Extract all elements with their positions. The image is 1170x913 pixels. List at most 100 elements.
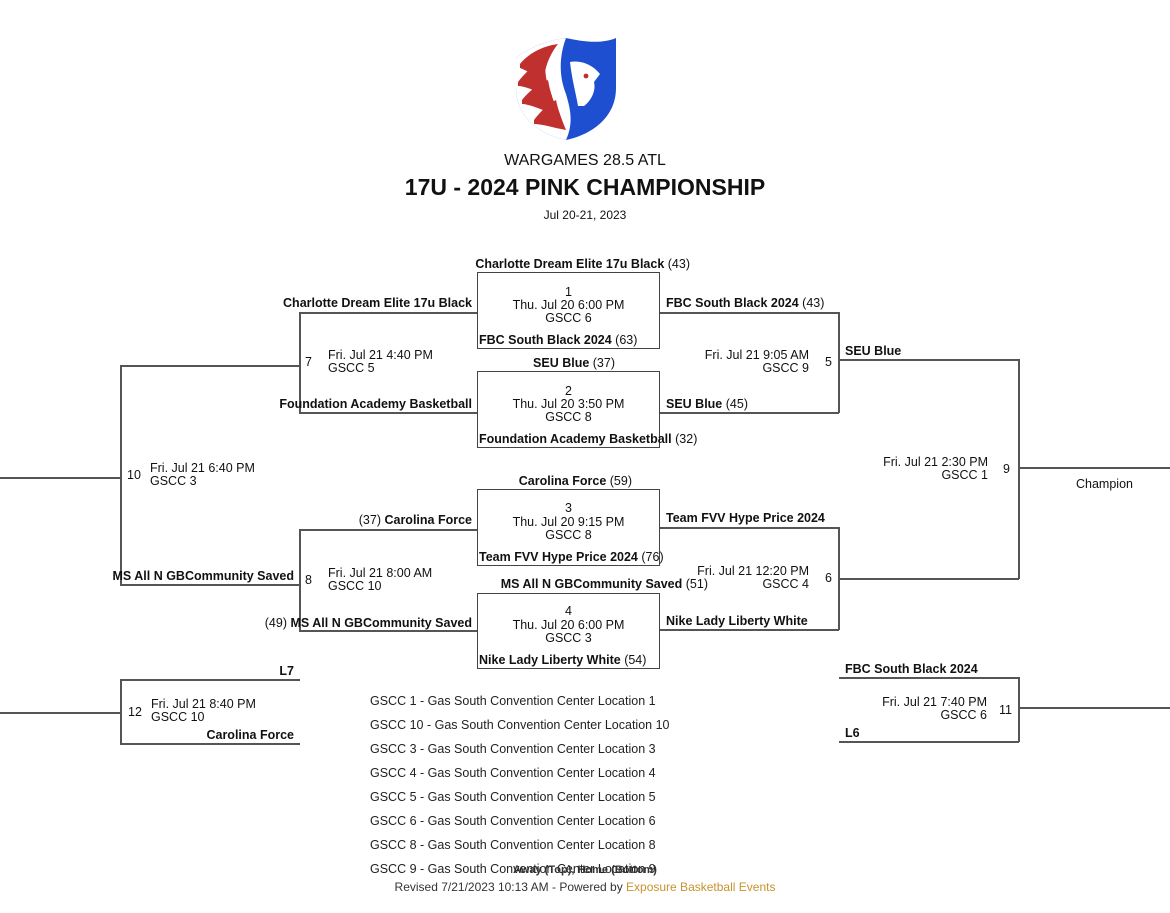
game-7-time: Fri. Jul 21 4:40 PM (328, 348, 433, 362)
team-name[interactable]: FBC South Black 2024 (479, 333, 612, 347)
g11-bottom-team[interactable]: L6 (845, 726, 860, 740)
team-name[interactable]: Charlotte Dream Elite 17u Black (475, 257, 665, 271)
g8-top-team-row: (37) Carolina Force (359, 513, 472, 527)
legend-item: GSCC 10 - Gas South Convention Center Lo… (370, 718, 670, 732)
event-title: WARGAMES 28.5 ATL (504, 152, 666, 169)
team-score: (49) (264, 616, 287, 630)
revised-footer: Revised 7/21/2023 10:13 AM - Powered by … (285, 880, 885, 894)
game-3-number: 3 (565, 501, 572, 515)
team-score: (51) (685, 577, 708, 591)
game-10-location: GSCC 3 (150, 474, 197, 488)
g4-top-team-row: MS All N GBCommunity Saved (51) (501, 577, 708, 591)
g8-connector (299, 529, 301, 631)
team-name[interactable]: FBC South Black 2024 (666, 296, 799, 310)
team-name[interactable]: MS All N GBCommunity Saved (290, 616, 472, 630)
legend-item: GSCC 5 - Gas South Convention Center Loc… (370, 790, 656, 804)
team-name[interactable]: Team FVV Hype Price 2024 (479, 550, 638, 564)
g12-top-team[interactable]: L7 (279, 664, 294, 678)
team-name[interactable]: MS All N GBCommunity Saved (500, 577, 683, 591)
team-score: (45) (725, 397, 748, 411)
game-4-box[interactable] (477, 593, 660, 669)
game-11-location: GSCC 6 (940, 708, 987, 722)
game-8-location: GSCC 10 (328, 579, 382, 593)
revised-text: Revised 7/21/2023 10:13 AM - Powered by (394, 880, 627, 894)
g5-bottom-team-row: SEU Blue (45) (666, 397, 748, 411)
g10-advancing-team[interactable]: MS All N GBCommunity Saved (112, 569, 294, 583)
game-1-location: GSCC 6 (545, 311, 592, 325)
game-1-box[interactable] (477, 272, 660, 349)
g9-advancing-team[interactable]: SEU Blue (845, 344, 902, 358)
team-score: (63) (615, 333, 638, 347)
g6-bottom-team[interactable]: Nike Lady Liberty White (666, 614, 808, 628)
g12-out-line (0, 712, 121, 714)
team-name[interactable]: Foundation Academy Basketball (479, 432, 672, 446)
game-12-number: 12 (128, 705, 142, 719)
game-1-number: 1 (565, 285, 572, 299)
legend-item: GSCC 9 - Gas South Convention Center Loc… (370, 862, 656, 876)
game-1-time: Thu. Jul 20 6:00 PM (512, 298, 625, 312)
team-score: (37) (358, 513, 381, 527)
g1-bottom-team-row: FBC South Black 2024 (63) (479, 333, 637, 347)
legend-item: GSCC 6 - Gas South Convention Center Loc… (370, 814, 656, 828)
game-5-location: GSCC 9 (762, 361, 809, 375)
legend-item: GSCC 8 - Gas South Convention Center Loc… (370, 838, 656, 852)
g11-connector (1018, 677, 1020, 742)
g6-top-team[interactable]: Team FVV Hype Price 2024 (666, 511, 825, 525)
team-name[interactable]: Nike Lady Liberty White (479, 653, 621, 667)
g11-top-team[interactable]: FBC South Black 2024 (845, 662, 978, 676)
g8-bottom-line (299, 630, 477, 632)
g7-bottom-team[interactable]: Foundation Academy Basketball (279, 397, 472, 411)
g5-top-line (660, 312, 839, 314)
champion-line (1018, 467, 1170, 469)
g9-bottom-line (839, 578, 1019, 580)
g12-connector (120, 679, 122, 744)
team-score: (59) (609, 474, 632, 488)
g4-bottom-team-row: Nike Lady Liberty White (54) (479, 653, 646, 667)
powered-by-link[interactable]: Exposure Basketball Events (626, 880, 776, 894)
game-2-box[interactable] (477, 371, 660, 448)
team-name[interactable]: SEU Blue (666, 397, 723, 411)
game-8-number: 8 (305, 573, 312, 587)
team-name[interactable]: SEU Blue (533, 356, 590, 370)
game-3-location: GSCC 8 (545, 528, 592, 542)
game-2-location: GSCC 8 (545, 410, 592, 424)
g6-top-line (660, 527, 839, 529)
game-6-location: GSCC 4 (762, 577, 809, 591)
game-3-box[interactable] (477, 489, 660, 566)
game-9-time: Fri. Jul 21 2:30 PM (883, 455, 988, 469)
game-12-time: Fri. Jul 21 8:40 PM (151, 697, 256, 711)
legend-item: GSCC 1 - Gas South Convention Center Loc… (370, 694, 656, 708)
lion-shield-logo (516, 38, 616, 140)
g11-bottom-line (839, 741, 1019, 743)
team-name[interactable]: Carolina Force (518, 474, 607, 488)
g8-top-line (299, 529, 477, 531)
g9-top-line (839, 359, 1019, 361)
g5-bottom-line (660, 412, 839, 414)
game-4-number: 4 (565, 604, 572, 618)
game-7-location: GSCC 5 (328, 361, 375, 375)
g5-top-team-row: FBC South Black 2024 (43) (666, 296, 824, 310)
g7-connector (299, 312, 301, 413)
game-4-location: GSCC 3 (545, 631, 592, 645)
g12-top-line (120, 679, 300, 681)
g3-bottom-team-row: Team FVV Hype Price 2024 (76) (479, 550, 664, 564)
g7-top-line (299, 312, 477, 314)
game-11-time: Fri. Jul 21 7:40 PM (882, 695, 987, 709)
g10-top-line (120, 365, 300, 367)
g11-top-line (839, 677, 1019, 679)
game-10-time: Fri. Jul 21 6:40 PM (150, 461, 255, 475)
team-score: (43) (667, 257, 690, 271)
g7-top-team[interactable]: Charlotte Dream Elite 17u Black (283, 296, 472, 310)
g2-top-team-row: SEU Blue (37) (533, 356, 615, 370)
game-6-number: 6 (825, 571, 832, 585)
team-score: (43) (802, 296, 825, 310)
event-dates: Jul 20-21, 2023 (543, 208, 627, 222)
g10-bottom-line (120, 584, 300, 586)
g5-connector (838, 312, 840, 413)
game-8-time: Fri. Jul 21 8:00 AM (328, 566, 433, 580)
g12-bottom-team[interactable]: Carolina Force (206, 728, 294, 742)
champion-label: Champion (1076, 477, 1133, 491)
team-name[interactable]: Carolina Force (384, 513, 472, 527)
game-9-location: GSCC 1 (941, 468, 988, 482)
g6-bottom-line (660, 629, 839, 631)
